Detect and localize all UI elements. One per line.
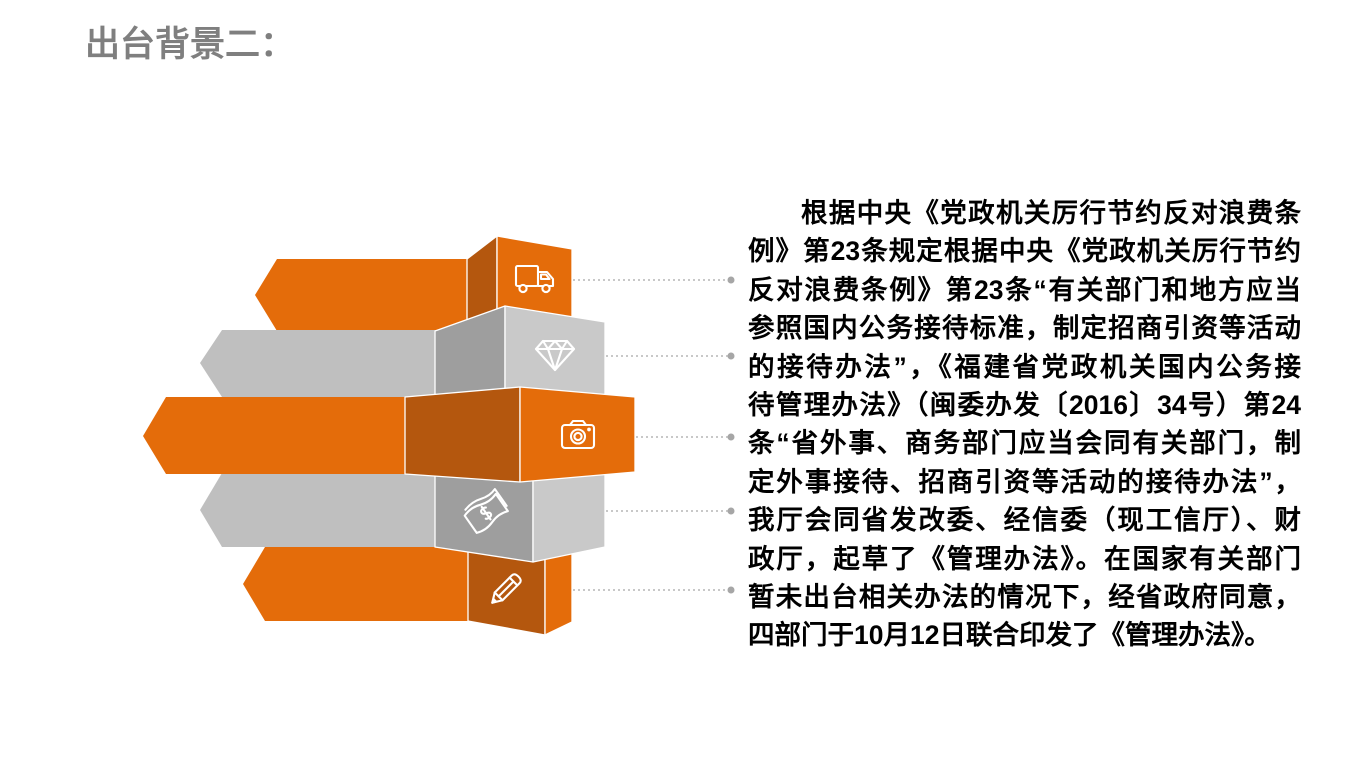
paragraph-line: 例》第23条规定根据中央《党政机关厉行节约 bbox=[748, 236, 1301, 267]
arrow-bar-4-icon-face bbox=[434, 469, 534, 563]
paragraph-line: 我厅会同省发改委、经信委（现工信厅）、财 bbox=[748, 505, 1301, 536]
paragraph-line: 定外事接待、招商引资等活动的接待办法”， bbox=[748, 466, 1301, 497]
diamond-icon bbox=[534, 339, 576, 372]
pencil-icon bbox=[491, 573, 522, 604]
connector-5 bbox=[573, 586, 735, 594]
paragraph-line: 四部门于10月12日联合印发了《管理办法》。 bbox=[748, 620, 1271, 651]
paragraph-line: 待管理办法》（闽委办发〔2016〕34号）第24 bbox=[748, 389, 1301, 420]
paragraph-line: 政厅，起草了《管理办法》。在国家有关部门 bbox=[748, 543, 1301, 574]
arrow-bar-3 bbox=[143, 386, 636, 483]
arrow-bar-4 bbox=[200, 467, 606, 563]
connector-dot bbox=[727, 352, 735, 360]
arrow-bar-2-front-face bbox=[504, 305, 606, 397]
arrow-bar-1-body bbox=[255, 259, 472, 331]
arrow-bar-2-body bbox=[200, 330, 440, 397]
connector-dot bbox=[727, 586, 735, 594]
paragraph-line: 参照国内公务接待标准，制定招商引资等活动 bbox=[748, 313, 1301, 344]
arrow-bar-1 bbox=[255, 235, 573, 332]
arrow-bar-3-side-face bbox=[404, 386, 521, 483]
arrow-bar-5-body bbox=[243, 547, 472, 621]
arrow-bar-3-front-face bbox=[519, 386, 636, 483]
connector-dot bbox=[727, 276, 735, 284]
body-paragraph: 根据中央《党政机关厉行节约反对浪费条 例》第23条规定根据中央《党政机关厉行节约… bbox=[748, 194, 1301, 655]
money-icon bbox=[463, 488, 509, 534]
arrow-bar-4-side-face bbox=[532, 467, 606, 563]
arrow-bar-5 bbox=[243, 547, 573, 636]
connector-2 bbox=[606, 352, 735, 360]
page-title: 出台背景二： bbox=[85, 25, 296, 64]
arrow-bar-3-body bbox=[143, 397, 410, 474]
arrow-bar-2 bbox=[200, 305, 606, 398]
arrow-bar-4-body bbox=[200, 473, 440, 547]
paragraph-line: 反对浪费条例》第23条“有关部门和地方应当 bbox=[748, 274, 1301, 305]
connector-3 bbox=[636, 433, 735, 441]
paragraph-line: 的接待办法”，《福建省党政机关国内公务接 bbox=[748, 351, 1301, 382]
connector-dot bbox=[727, 433, 735, 441]
connector-dot bbox=[727, 507, 735, 515]
connector-4 bbox=[606, 507, 735, 515]
paragraph-line: 根据中央《党政机关厉行节约反对浪费条 bbox=[801, 198, 1301, 228]
paragraph-line: 条“省外事、商务部门应当会同有关部门，制 bbox=[748, 428, 1301, 459]
truck-icon bbox=[514, 264, 555, 294]
connector-1 bbox=[573, 276, 735, 284]
arrow-bar-5-side-face bbox=[544, 547, 573, 636]
paragraph-line: 暂未出台相关办法的情况下，经省政府同意， bbox=[748, 581, 1301, 612]
camera-icon bbox=[560, 419, 596, 450]
